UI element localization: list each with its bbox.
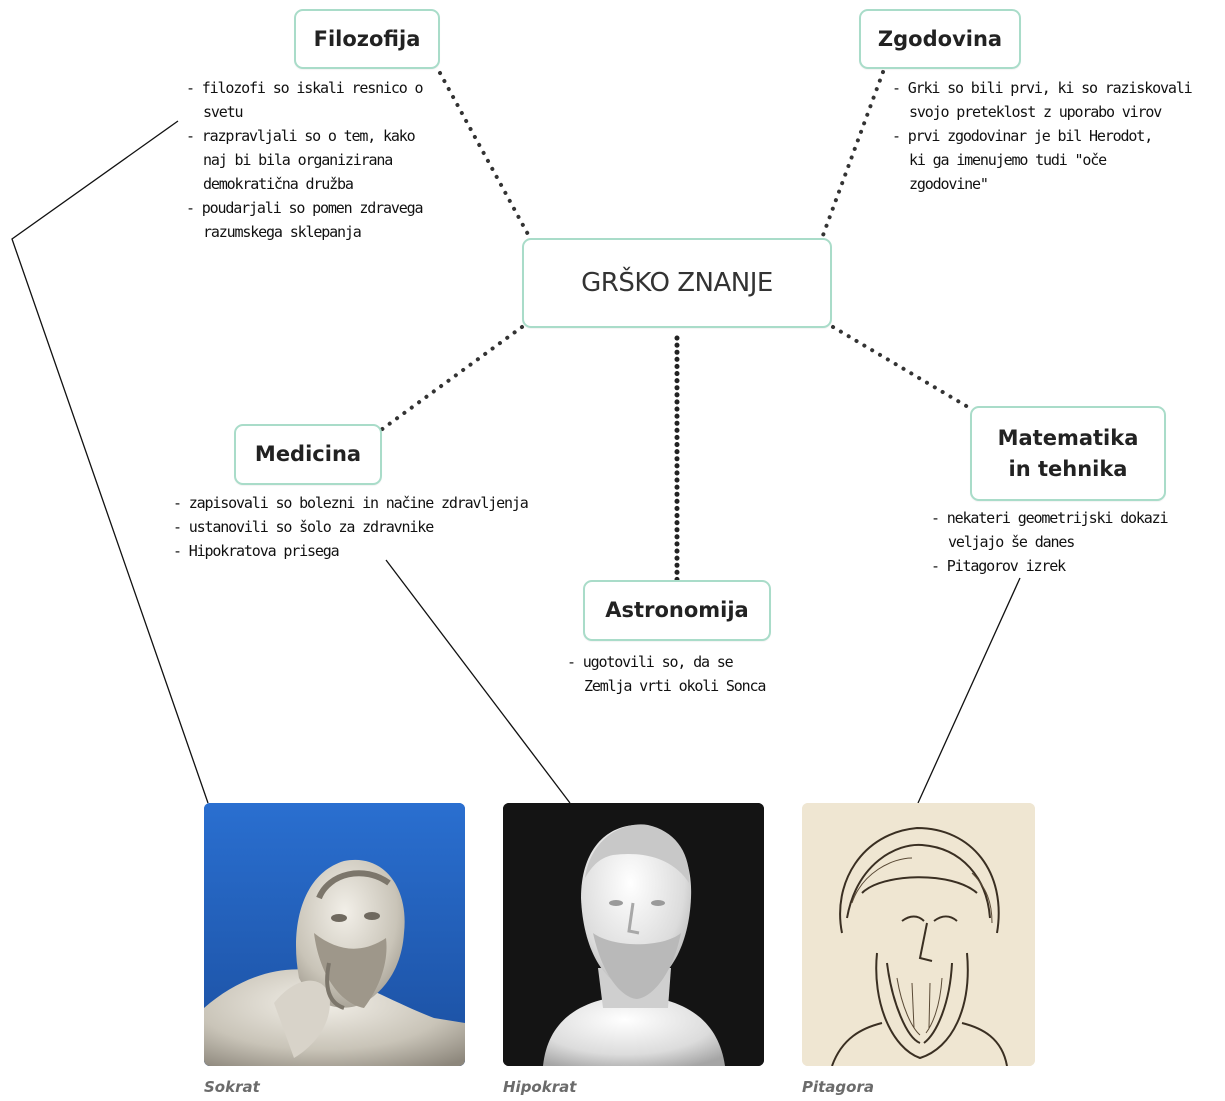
statue-image	[204, 803, 465, 1066]
caption-hipokrat: Hipokrat	[503, 1078, 577, 1096]
topic-title-matematika-line2: in tehnika	[1008, 456, 1128, 481]
note-item: ugotovili so, da se Zemlja vrti okoli So…	[567, 650, 767, 698]
topic-title-matematika-line1: Matematika	[997, 426, 1139, 451]
note-item: ustanovili so šolo za zdravnike	[173, 515, 528, 539]
pointer-line-hipokrat	[385, 559, 571, 804]
caption-sokrat: Sokrat	[204, 1078, 260, 1096]
connector-filozofija	[438, 71, 532, 240]
notes-zgodovina: Grki so bili prvi, ki so raziskovali svo…	[892, 76, 1193, 196]
topic-title-medicina: Medicina	[254, 442, 362, 467]
topic-box-matematika: Matematika in tehnika	[970, 406, 1166, 501]
connector-medicina	[379, 325, 524, 432]
note-item: Pitagorov izrek	[931, 554, 1167, 578]
portrait-sokrat	[204, 803, 465, 1066]
pointer-line-sokrat	[11, 120, 209, 804]
topic-box-zgodovina: Zgodovina	[859, 9, 1021, 69]
topic-title-astronomija: Astronomija	[605, 598, 749, 623]
topic-title-zgodovina: Zgodovina	[877, 26, 1003, 51]
note-item: zapisovali so bolezni in načine zdravlje…	[173, 491, 529, 515]
engraving-image	[802, 803, 1035, 1066]
caption-pitagora: Pitagora	[802, 1078, 874, 1096]
note-item: Grki so bili prvi, ki so raziskovali svo…	[892, 76, 1193, 124]
center-node: GRŠKO ZNANJE	[522, 238, 832, 328]
note-item: poudarjali so pomen zdravega razumskega …	[186, 196, 424, 244]
portrait-hipokrat	[503, 803, 764, 1066]
topic-title-filozofija: Filozofija	[313, 26, 421, 51]
pointer-line-pitagora	[917, 577, 1021, 804]
connector-zgodovina	[820, 70, 885, 240]
portrait-pitagora	[802, 803, 1035, 1066]
bust-image	[503, 803, 764, 1066]
notes-medicina: zapisovali so bolezni in načine zdravlje…	[173, 491, 529, 563]
notes-astronomija: ugotovili so, da se Zemlja vrti okoli So…	[567, 650, 767, 698]
notes-filozofija: filozofi so iskali resnico o svetu razpr…	[186, 76, 424, 244]
topic-box-filozofija: Filozofija	[294, 9, 440, 69]
connector-matematika	[831, 325, 975, 412]
note-item: prvi zgodovinar je bil Herodot, ki ga im…	[892, 124, 1191, 196]
note-item: filozofi so iskali resnico o svetu	[186, 76, 424, 124]
center-title: GRŠKO ZNANJE	[581, 268, 773, 298]
notes-matematika: nekateri geometrijski dokazi veljajo še …	[931, 506, 1169, 578]
topic-box-medicina: Medicina	[234, 424, 382, 485]
topic-box-astronomija: Astronomija	[583, 580, 771, 641]
note-item: nekateri geometrijski dokazi veljajo še …	[931, 506, 1169, 554]
note-item: razpravljali so o tem, kako naj bi bila …	[186, 124, 422, 196]
note-item: Hipokratova prisega	[173, 539, 528, 563]
